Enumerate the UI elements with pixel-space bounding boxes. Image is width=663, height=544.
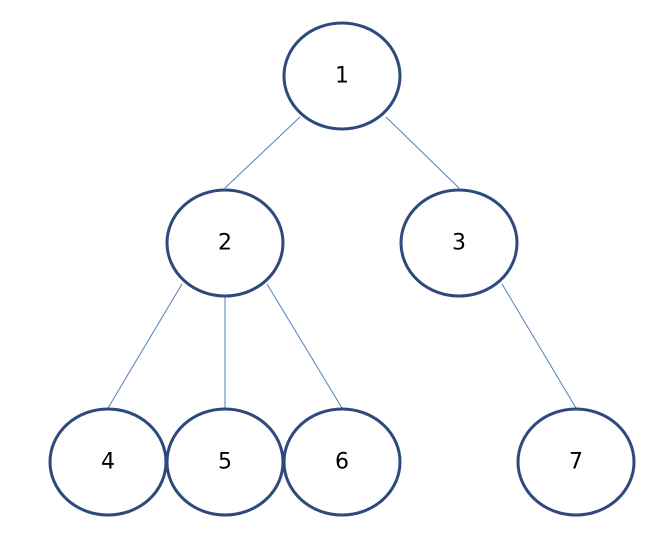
node-label: 4	[101, 450, 115, 475]
edge-2-4	[107, 283, 183, 409]
node-circle	[282, 407, 402, 517]
nodes-layer: 1 2 3 4 5 6 7	[48, 21, 636, 517]
tree-node-5: 5	[165, 407, 285, 517]
tree-node-3: 3	[399, 188, 519, 298]
tree-node-7: 7	[516, 407, 636, 517]
node-label: 6	[335, 450, 349, 475]
edge-1-3	[385, 116, 460, 189]
tree-node-4: 4	[48, 407, 168, 517]
node-label: 1	[335, 64, 349, 89]
node-circle	[399, 188, 519, 298]
node-label: 2	[218, 231, 232, 256]
edge-2-6	[266, 283, 343, 409]
edge-3-7	[501, 283, 577, 409]
edge-1-2	[224, 116, 301, 189]
node-circle	[516, 407, 636, 517]
node-label: 5	[218, 450, 232, 475]
node-circle	[282, 21, 402, 131]
tree-node-6: 6	[282, 407, 402, 517]
edges-layer	[107, 116, 577, 409]
tree-node-2: 2	[165, 188, 285, 298]
tree-node-1: 1	[282, 21, 402, 131]
node-label: 3	[452, 231, 466, 256]
node-circle	[165, 188, 285, 298]
node-label: 7	[569, 450, 583, 475]
